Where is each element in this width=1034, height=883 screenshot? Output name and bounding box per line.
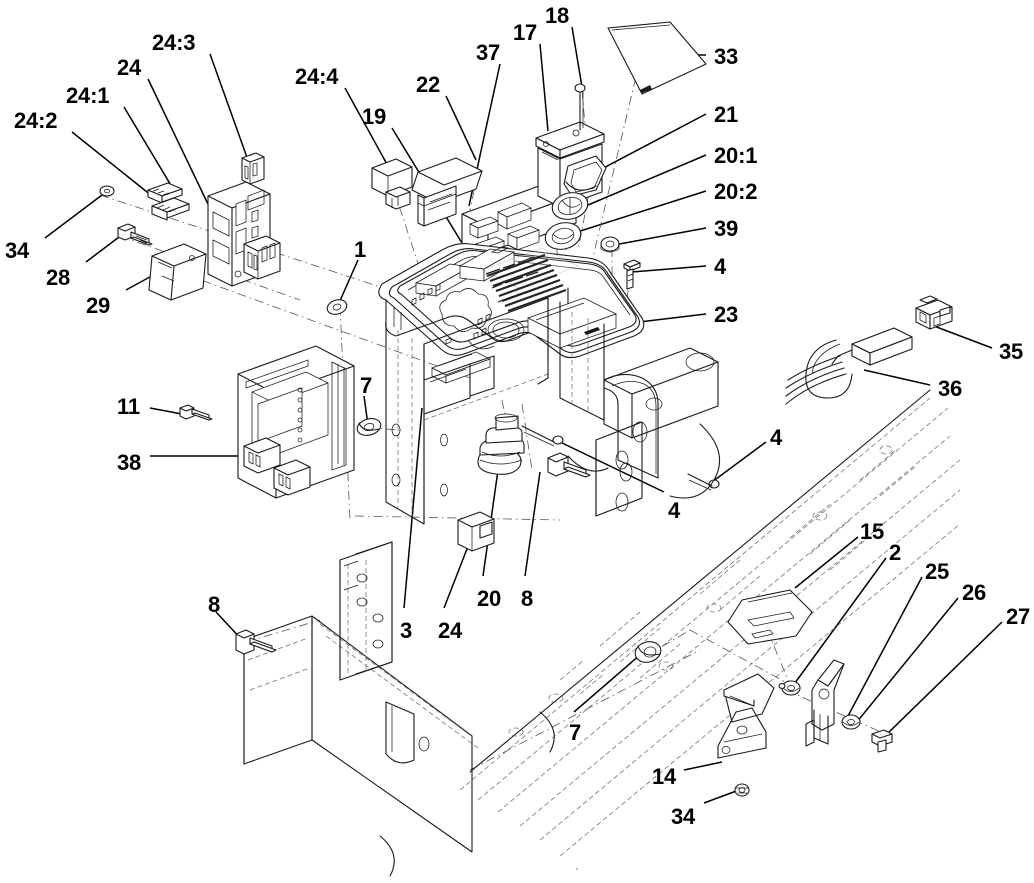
control-console-panel: [378, 243, 645, 384]
washer-34-bottom: [734, 783, 750, 797]
chassis-frame: [243, 389, 961, 877]
washer-2: [781, 680, 801, 696]
screw-11: [179, 404, 213, 421]
callout-24-bottom: 24: [438, 618, 463, 643]
callout-11: 11: [117, 394, 140, 419]
wire-harness-36: [785, 327, 913, 405]
callout-34-left: 34: [5, 238, 30, 263]
connector-35: [915, 295, 953, 330]
relay-fuse-group: [99, 152, 281, 301]
fuse-24-1: [147, 182, 183, 204]
leader-lines: [44, 26, 1003, 804]
screw-18: [574, 83, 586, 131]
callout-4-mid: 4: [668, 498, 681, 523]
callout-20-1: 20:1: [714, 143, 758, 168]
callout-38: 38: [117, 450, 142, 475]
grommet-7-bottom: [634, 641, 662, 663]
callout-24: 24: [117, 55, 142, 80]
callout-4-right: 4: [770, 425, 783, 450]
bolt-27: [871, 729, 893, 753]
ecu-module-38: [237, 345, 355, 499]
callout-24-4: 24:4: [295, 64, 339, 89]
callout-36: 36: [938, 376, 963, 401]
rail-right: [379, 389, 961, 877]
callout-7-bottom: 7: [569, 720, 582, 745]
bolt-8-left: [235, 629, 277, 655]
plate-15: [727, 589, 813, 645]
washer-26: [841, 714, 861, 730]
decal-plate-33: [607, 21, 707, 95]
callout-26: 26: [962, 580, 987, 605]
ecu-connectors: [243, 437, 311, 496]
screw-4-mid: [521, 425, 564, 447]
grommet-1: [326, 299, 348, 315]
callout-24-3: 24:3: [152, 30, 196, 55]
bracket-left: [339, 541, 393, 681]
connector-24-4-lower: [243, 235, 281, 280]
callout-22: 22: [416, 72, 441, 97]
callout-29: 29: [86, 293, 111, 318]
relay-24-bottom: [457, 511, 495, 552]
callout-14: 14: [652, 764, 677, 789]
fuse-24-3: [241, 152, 265, 185]
bolt-8-mid: [547, 452, 591, 478]
callout-25: 25: [925, 559, 950, 584]
screw-4-right: [687, 473, 720, 491]
console-tower-3: [385, 297, 719, 525]
callout-18: 18: [545, 3, 570, 28]
callout-24-2: 24:2: [14, 108, 58, 133]
callout-37: 37: [476, 40, 501, 65]
callout-20: 20: [477, 586, 502, 611]
assembly-axis-lines: [99, 59, 891, 771]
callout-8-mid: 8: [521, 586, 534, 611]
callout-4-top: 4: [714, 254, 727, 279]
callout-15: 15: [860, 519, 885, 544]
washer-34-left: [99, 185, 115, 197]
callout-20-2: 20:2: [714, 179, 758, 204]
callout-34-bottom: 34: [671, 804, 696, 829]
latch-lever-25: [805, 659, 845, 747]
washer-2-upper: [778, 683, 786, 689]
callout-23: 23: [714, 302, 739, 327]
ring-20-2: [544, 222, 582, 250]
console-decal: [481, 247, 579, 313]
bolt-28: [117, 223, 153, 246]
callout-33: 33: [714, 44, 739, 69]
bracket-14: [717, 673, 775, 759]
nut-39: [600, 236, 620, 253]
rocker-switch-22: [411, 157, 483, 227]
part-21: [563, 155, 607, 197]
grommet-7-left: [356, 418, 382, 436]
callout-27: 27: [1006, 604, 1031, 629]
callout-1: 1: [354, 237, 367, 262]
callout-3: 3: [400, 618, 413, 643]
sender-19: [371, 158, 413, 210]
mount-plate: [603, 347, 719, 439]
bezel-20-1: [551, 192, 589, 220]
callout-39: 39: [714, 216, 739, 241]
callout-35: 35: [999, 339, 1024, 364]
callout-21: 21: [714, 102, 739, 127]
callout-8-left: 8: [208, 592, 221, 617]
cover-29: [148, 243, 207, 301]
callout-28: 28: [46, 265, 71, 290]
fuse-24-2: [151, 197, 190, 221]
callout-19: 19: [362, 104, 387, 129]
callout-7-left: 7: [360, 373, 373, 398]
boot-20: [477, 413, 525, 475]
callout-24-1: 24:1: [66, 83, 110, 108]
callout-2: 2: [889, 540, 902, 565]
screw-4-top: [623, 259, 641, 290]
callout-17: 17: [513, 20, 538, 45]
